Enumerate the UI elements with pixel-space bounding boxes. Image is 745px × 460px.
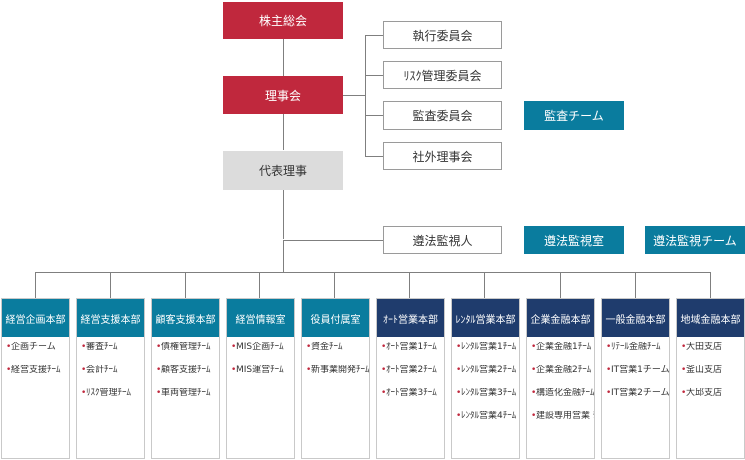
connector-line [484, 272, 485, 298]
shareholders-meeting-box: 株主総会 [223, 2, 343, 39]
risk-committee-box: ﾘｽｸ管理委員会 [383, 61, 502, 89]
connector-line [334, 272, 335, 298]
dept-column: ｵｰﾄ営業本部 ｵｰﾄ営業1ﾁｰﾑ ｵｰﾄ営業2ﾁｰﾑ ｵｰﾄ営業3ﾁｰﾑ [376, 298, 445, 459]
team-item: 構造化金融ﾁｰﾑ [531, 388, 594, 399]
dept-column: 企業金融本部 企業金融1ﾁｰﾑ 企業金融2ﾁｰﾑ 構造化金融ﾁｰﾑ 建設専用営業… [526, 298, 595, 459]
team-item: ｵｰﾄ営業1ﾁｰﾑ [381, 342, 444, 353]
compliance-office-box: 遵法監視室 [524, 226, 624, 254]
dept-header: ｵｰﾄ営業本部 [377, 299, 444, 337]
audit-team-box: 監査チーム [524, 101, 624, 130]
team-item: MIS企画ﾁｰﾑ [231, 342, 294, 353]
dept-column: 経営支援本部 審査ﾁｰﾑ 会計ﾁｰﾑ ﾘｽｸ管理ﾁｰﾑ [76, 298, 145, 459]
connector-line [365, 156, 383, 157]
team-item: ﾚﾝﾀﾙ営業4ﾁｰﾑ [456, 411, 519, 422]
dept-header: 役員付属室 [302, 299, 369, 337]
team-item: IT営業2チーム [606, 388, 669, 399]
team-item: 新事業開発ﾁｰﾑ [306, 365, 369, 376]
connector-line [35, 272, 36, 298]
team-item: 資金ﾁｰﾑ [306, 342, 369, 353]
representative-director-box: 代表理事 [223, 151, 343, 190]
connector-line [365, 75, 383, 76]
team-item: 審査ﾁｰﾑ [81, 342, 144, 353]
dept-column: 一般金融本部 ﾘﾃｰﾙ金融ﾁｰﾑ IT営業1チーム IT営業2チーム [601, 298, 670, 459]
dept-header: 経営支援本部 [77, 299, 144, 337]
dept-column: ﾚﾝﾀﾙ営業本部 ﾚﾝﾀﾙ営業1ﾁｰﾑ ﾚﾝﾀﾙ営業2ﾁｰﾑ ﾚﾝﾀﾙ営業3ﾁｰ… [451, 298, 520, 459]
connector-line [283, 240, 284, 272]
team-item: 会計ﾁｰﾑ [81, 365, 144, 376]
team-item: ﾘﾃｰﾙ金融ﾁｰﾑ [606, 342, 669, 353]
connector-line [283, 190, 284, 239]
team-item: ﾚﾝﾀﾙ営業2ﾁｰﾑ [456, 365, 519, 376]
board-box: 理事会 [223, 76, 343, 114]
dept-column: 顧客支援本部 債権管理ﾁｰﾑ 顧客支援ﾁｰﾑ 車両管理ﾁｰﾑ [151, 298, 220, 459]
team-item: 釜山支店 [681, 365, 744, 376]
dept-header: 顧客支援本部 [152, 299, 219, 337]
connector-line [284, 240, 383, 241]
dept-header: 地域金融本部 [677, 299, 744, 337]
dept-header: ﾚﾝﾀﾙ営業本部 [452, 299, 519, 337]
team-item: 顧客支援ﾁｰﾑ [156, 365, 219, 376]
connector-line [365, 35, 366, 156]
connector-line [185, 272, 186, 298]
team-item: ﾚﾝﾀﾙ営業3ﾁｰﾑ [456, 388, 519, 399]
dept-header: 企業金融本部 [527, 299, 594, 337]
executive-committee-box: 執行委員会 [383, 21, 502, 49]
compliance-supervisor-box: 遵法監視人 [383, 226, 502, 254]
team-item: ｵｰﾄ営業3ﾁｰﾑ [381, 388, 444, 399]
connector-line [259, 272, 260, 298]
connector-line [110, 272, 111, 298]
connector-line [365, 115, 383, 116]
connector-line [35, 272, 711, 273]
connector-line [710, 272, 711, 298]
team-item: 建設専用営業 ﾁｰﾑ [531, 411, 594, 422]
team-item: 企業金融2ﾁｰﾑ [531, 365, 594, 376]
team-item: 企業金融1ﾁｰﾑ [531, 342, 594, 353]
team-item: 車両管理ﾁｰﾑ [156, 388, 219, 399]
team-item: 大田支店 [681, 342, 744, 353]
connector-line [635, 272, 636, 298]
team-item: 経営支援ﾁｰﾑ [6, 365, 69, 376]
team-item: 債権管理ﾁｰﾑ [156, 342, 219, 353]
dept-column: 役員付属室 資金ﾁｰﾑ 新事業開発ﾁｰﾑ [301, 298, 370, 459]
dept-column: 地域金融本部 大田支店 釜山支店 大邱支店 [676, 298, 745, 459]
dept-header: 経営企画本部 [2, 299, 69, 337]
team-item: 企画チーム [6, 342, 69, 353]
team-item: 大邱支店 [681, 388, 744, 399]
team-item: ｵｰﾄ営業2ﾁｰﾑ [381, 365, 444, 376]
team-item: MIS運営ﾁｰﾑ [231, 365, 294, 376]
team-item: ﾚﾝﾀﾙ営業1ﾁｰﾑ [456, 342, 519, 353]
connector-line [560, 272, 561, 298]
outside-directors-box: 社外理事会 [383, 142, 502, 170]
audit-committee-box: 監査委員会 [383, 101, 502, 130]
dept-header: 経営情報室 [227, 299, 294, 337]
connector-line [365, 35, 383, 36]
dept-column: 経営情報室 MIS企画ﾁｰﾑ MIS運営ﾁｰﾑ [226, 298, 295, 459]
team-item: ﾘｽｸ管理ﾁｰﾑ [81, 388, 144, 399]
connector-line [409, 272, 410, 298]
dept-column: 経営企画本部 企画チーム 経営支援ﾁｰﾑ [1, 298, 70, 459]
team-item: IT営業1チーム [606, 365, 669, 376]
compliance-team-box: 遵法監視チーム [645, 226, 745, 254]
dept-header: 一般金融本部 [602, 299, 669, 337]
